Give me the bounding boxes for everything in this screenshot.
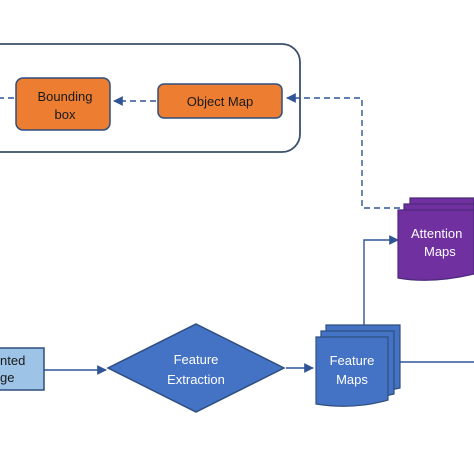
bounding-box-label-1: Bounding	[38, 89, 93, 104]
attention-to-object-map-arrow	[286, 93, 410, 209]
feature-maps-label-2: Maps	[336, 372, 368, 387]
bounding-box-label-2: box	[55, 107, 76, 122]
feature-maps-node: Feature Maps	[315, 324, 401, 407]
attention-maps-label-1: Attention	[411, 226, 462, 241]
object-map-label: Object Map	[187, 94, 253, 109]
feature-maps-label-1: Feature	[330, 353, 375, 368]
feature-extraction-label-1: Feature	[174, 352, 219, 367]
attention-maps-node: Attention Maps	[397, 197, 474, 281]
feature-extraction-node: Feature Extraction	[106, 323, 286, 413]
object-map-node: Object Map	[157, 83, 283, 119]
bounding-box-node: Bounding box	[15, 77, 111, 131]
feature-extraction-label-2: Extraction	[167, 372, 225, 387]
connectors	[0, 93, 474, 375]
segmented-image-label-2: ge	[0, 370, 14, 385]
attention-maps-label-2: Maps	[424, 244, 456, 259]
maps-to-attention-arrow	[363, 235, 399, 325]
segmented-image-label-1: nted	[0, 353, 25, 368]
segmented-image-node: nted ge	[0, 347, 45, 391]
